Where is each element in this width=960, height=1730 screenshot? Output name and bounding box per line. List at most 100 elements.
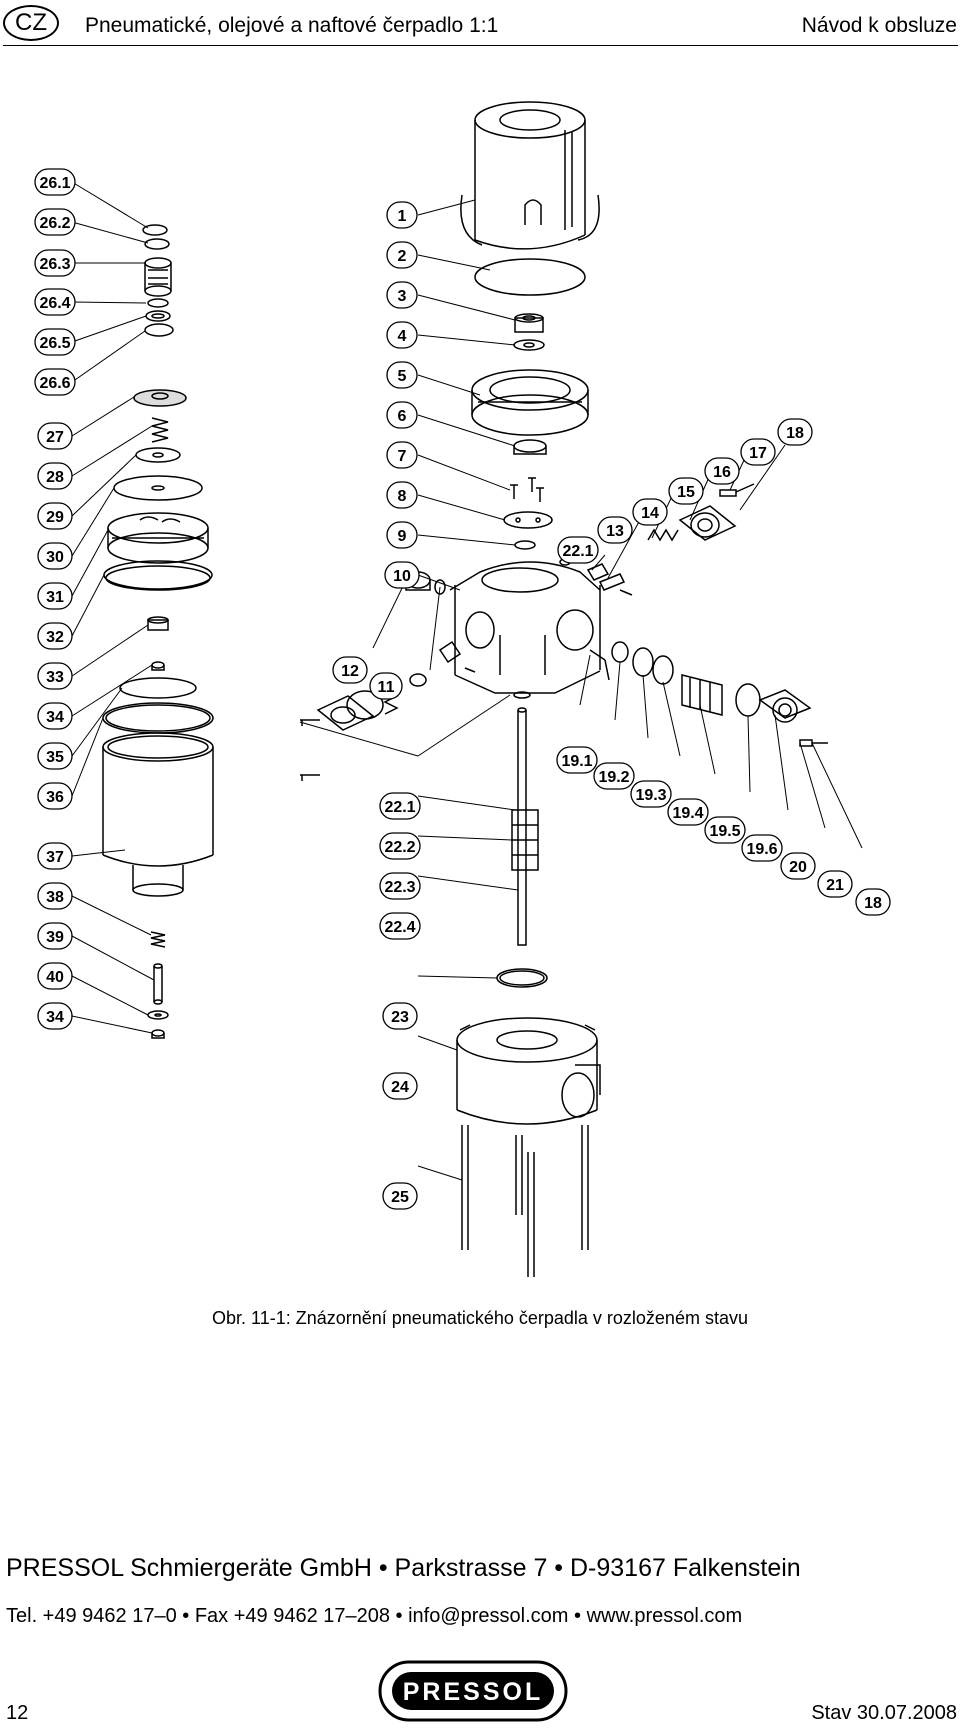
svg-text:21: 21 bbox=[826, 877, 844, 894]
label-6: 6 bbox=[386, 401, 418, 429]
label-21: 21 bbox=[817, 870, 853, 898]
label-26-5: 26.5 bbox=[34, 328, 76, 356]
nut-3 bbox=[514, 313, 544, 333]
svg-text:28: 28 bbox=[46, 469, 64, 486]
svg-text:19.6: 19.6 bbox=[746, 841, 777, 858]
label-17: 17 bbox=[740, 438, 776, 466]
label-36: 36 bbox=[37, 782, 73, 810]
plate-30 bbox=[113, 475, 203, 501]
spring-38 bbox=[150, 931, 166, 948]
svg-text:34: 34 bbox=[46, 1009, 64, 1026]
label-12: 12 bbox=[332, 656, 368, 684]
document-title: Pneumatické, olejové a naftové čerpadlo … bbox=[85, 14, 499, 37]
nut-33 bbox=[147, 616, 169, 631]
svg-text:13: 13 bbox=[606, 523, 624, 540]
label-19-5: 19.5 bbox=[704, 816, 746, 844]
figure-caption: Obr. 11-1: Znázornění pneumatického čerp… bbox=[212, 1308, 748, 1328]
label-16: 16 bbox=[704, 457, 740, 485]
nut-34-top bbox=[151, 661, 165, 671]
seal-ring-32 bbox=[103, 560, 213, 591]
coupling-19 bbox=[589, 641, 674, 685]
label-34-bottom: 34 bbox=[37, 1002, 73, 1030]
valve-13 bbox=[586, 563, 610, 581]
label-19-2: 19.2 bbox=[593, 762, 635, 790]
label-27: 27 bbox=[37, 422, 73, 450]
spring-28 bbox=[151, 417, 169, 443]
flange-left bbox=[300, 690, 384, 781]
label-26-2: 26.2 bbox=[34, 208, 76, 236]
label-11: 11 bbox=[369, 672, 403, 700]
label-23: 23 bbox=[382, 1002, 418, 1030]
svg-text:4: 4 bbox=[398, 328, 407, 345]
svg-text:10: 10 bbox=[393, 568, 411, 585]
svg-text:3: 3 bbox=[398, 288, 407, 305]
label-9: 9 bbox=[386, 521, 418, 549]
svg-text:37: 37 bbox=[46, 849, 64, 866]
status-date: Stav 30.07.2008 bbox=[811, 1702, 957, 1724]
label-19-3: 19.3 bbox=[630, 780, 672, 808]
svg-text:12: 12 bbox=[341, 663, 359, 680]
label-24: 24 bbox=[382, 1072, 418, 1100]
seal-6 bbox=[513, 439, 547, 455]
label-19-1: 19.1 bbox=[556, 746, 598, 774]
part-labels: 26.1 26.2 26.3 26.4 26.5 26.6 27 28 29 3… bbox=[34, 168, 891, 1210]
page-header: CZ Pneumatické, olejové a naftové čerpad… bbox=[0, 0, 960, 46]
svg-text:26.2: 26.2 bbox=[39, 215, 70, 232]
svg-text:35: 35 bbox=[46, 749, 64, 766]
screw-17 bbox=[719, 483, 755, 497]
svg-text:16: 16 bbox=[713, 464, 731, 481]
pin-39 bbox=[153, 963, 163, 1005]
label-26-1: 26.1 bbox=[34, 168, 76, 196]
label-22-1: 22.1 bbox=[379, 792, 421, 820]
svg-text:15: 15 bbox=[677, 484, 695, 501]
document-type: Návod k obsluze bbox=[801, 14, 957, 37]
logo-wordmark: PRESSOL bbox=[403, 1678, 543, 1706]
piston-31 bbox=[107, 512, 209, 564]
svg-text:11: 11 bbox=[378, 679, 395, 696]
label-31: 31 bbox=[37, 582, 73, 610]
cover-disc-35 bbox=[119, 677, 197, 699]
label-33: 33 bbox=[37, 662, 73, 690]
svg-text:7: 7 bbox=[398, 448, 407, 465]
valve-disc-27 bbox=[133, 389, 187, 407]
label-10: 10 bbox=[384, 561, 420, 589]
washer-40 bbox=[147, 1010, 169, 1020]
svg-text:19.5: 19.5 bbox=[709, 823, 740, 840]
label-22-1-right: 22.1 bbox=[557, 536, 599, 564]
svg-text:9: 9 bbox=[398, 528, 407, 545]
svg-text:1: 1 bbox=[398, 208, 407, 225]
svg-text:22.4: 22.4 bbox=[384, 919, 415, 936]
svg-text:19.3: 19.3 bbox=[635, 787, 666, 804]
svg-text:19.4: 19.4 bbox=[672, 805, 703, 822]
o-ring-9 bbox=[514, 540, 536, 550]
label-18-bottom: 18 bbox=[855, 888, 891, 916]
label-22-2: 22.2 bbox=[379, 832, 421, 860]
svg-text:34: 34 bbox=[46, 709, 64, 726]
svg-text:33: 33 bbox=[46, 669, 64, 686]
pin-14 bbox=[598, 573, 633, 596]
label-14: 14 bbox=[632, 498, 668, 526]
label-19-6: 19.6 bbox=[741, 834, 783, 862]
label-38: 38 bbox=[37, 882, 73, 910]
svg-text:24: 24 bbox=[391, 1079, 409, 1096]
svg-text:18: 18 bbox=[864, 895, 882, 912]
svg-text:22.2: 22.2 bbox=[384, 839, 415, 856]
language-badge: CZ bbox=[3, 5, 59, 41]
seal-26-6 bbox=[144, 323, 174, 337]
label-5: 5 bbox=[386, 361, 418, 389]
svg-text:26.1: 26.1 bbox=[39, 175, 70, 192]
lower-housing-24 bbox=[456, 1017, 601, 1125]
svg-text:5: 5 bbox=[398, 368, 407, 385]
svg-text:31: 31 bbox=[46, 589, 64, 606]
svg-text:26.6: 26.6 bbox=[39, 375, 70, 392]
svg-text:27: 27 bbox=[46, 429, 64, 446]
label-22-4: 22.4 bbox=[379, 912, 421, 940]
cartridge-19-5 bbox=[681, 674, 761, 717]
nut-34-bottom bbox=[151, 1029, 165, 1039]
label-35: 35 bbox=[37, 742, 73, 770]
svg-text:6: 6 bbox=[398, 408, 407, 425]
label-30: 30 bbox=[37, 542, 73, 570]
pump-body-10 bbox=[449, 561, 601, 694]
exploded-view-diagram: 26.1 26.2 26.3 26.4 26.5 26.6 27 28 29 3… bbox=[34, 101, 891, 1277]
label-15: 15 bbox=[668, 477, 704, 505]
